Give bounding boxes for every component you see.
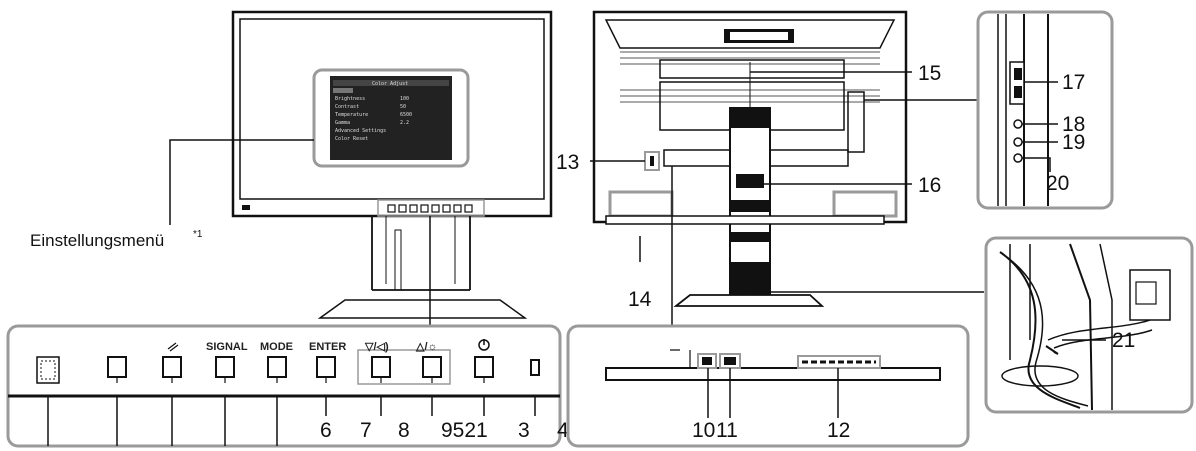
down-volume-button-label: ▽/◁)	[364, 341, 389, 353]
callout-usb: 17	[1062, 71, 1085, 94]
svg-text:Advanced Settings: Advanced Settings	[335, 128, 386, 134]
callout-cable-holder: 21	[1112, 329, 1135, 352]
cable-holder-panel	[984, 236, 1194, 414]
callout-power-group: 9521	[441, 419, 488, 442]
svg-text:Brightness: Brightness	[335, 96, 365, 102]
up-brightness-button-label: △/☼	[415, 341, 438, 353]
menu-footnote: *1	[193, 229, 203, 240]
callout-port-20: 20	[1046, 172, 1069, 195]
callout-stand: 16	[918, 174, 941, 197]
callout-port-18: 18	[1062, 113, 1085, 136]
callout-up: 8	[398, 419, 410, 442]
svg-text:6500: 6500	[400, 112, 412, 118]
callout-handle: 15	[918, 62, 941, 85]
menu-label: Einstellungsmenü	[30, 231, 164, 250]
callout-port-19: 19	[1062, 131, 1085, 154]
svg-text:50: 50	[400, 104, 406, 110]
callout-left-port: 10	[692, 419, 715, 442]
bottom-view-panel	[566, 324, 970, 448]
mode-button-label: MODE	[260, 341, 293, 353]
port-detail-panel	[976, 10, 1114, 210]
callout-led: 3	[518, 419, 530, 442]
svg-text:Gamma: Gamma	[335, 120, 350, 126]
callout-right-port: 11	[716, 419, 738, 442]
svg-text:Color Adjust: Color Adjust	[372, 81, 408, 87]
svg-text:2.2: 2.2	[400, 120, 409, 126]
svg-text:Temperature: Temperature	[335, 112, 368, 118]
signal-button-label: SIGNAL	[206, 341, 248, 353]
callout-label-plate: 12	[827, 419, 850, 442]
rear-monitor	[590, 10, 984, 326]
enter-button-label: ENTER	[309, 341, 346, 353]
front-monitor: Color Adjust Brightness Contrast Tempera…	[169, 10, 553, 319]
callout-base: 14	[628, 288, 652, 311]
svg-text:Contrast: Contrast	[335, 104, 359, 110]
callout-edge: 4	[557, 419, 569, 442]
callout-down: 7	[360, 419, 372, 442]
callout-lock-slot: 13	[556, 151, 579, 174]
callout-enter: 6	[320, 419, 332, 442]
svg-text:Color Reset: Color Reset	[335, 136, 368, 142]
front-button-panel	[6, 324, 562, 448]
svg-text:100: 100	[400, 96, 409, 102]
